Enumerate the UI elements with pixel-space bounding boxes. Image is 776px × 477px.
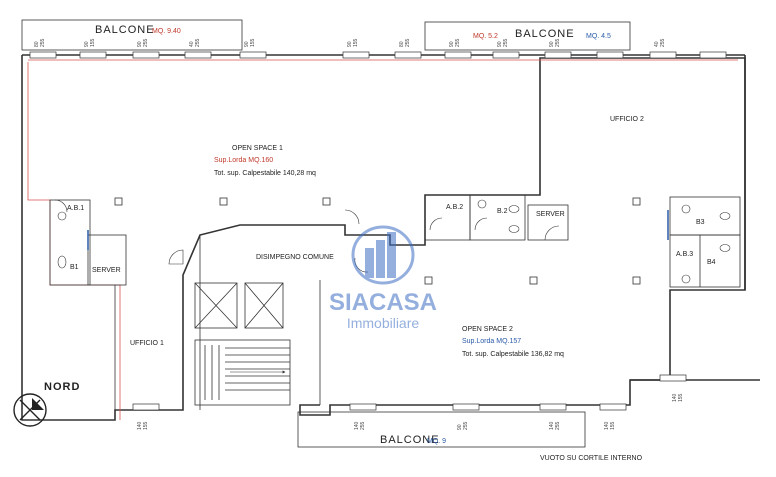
room-ufficio-1: UFFICIO 1 — [130, 340, 164, 347]
svg-text:90: 90 — [347, 41, 353, 47]
svg-text:255: 255 — [143, 38, 149, 47]
svg-text:255: 255 — [660, 38, 666, 47]
svg-text:155: 155 — [250, 38, 256, 47]
room-b1: B1 — [70, 264, 79, 271]
svg-text:255: 255 — [40, 38, 46, 47]
svg-text:255: 255 — [555, 38, 561, 47]
svg-text:140: 140 — [354, 421, 360, 430]
balcony-top-right: BALCONE MQ. 5.2 MQ. 4.5 — [424, 21, 631, 51]
toilet-icon — [719, 212, 731, 220]
door-swing-icon — [168, 249, 184, 265]
left-service-block: A.B.1 B1 SERVER — [49, 199, 127, 286]
room-server-right: SERVER — [536, 211, 565, 218]
balcony-top-left-label: BALCONE — [95, 24, 155, 36]
svg-text:155: 155 — [143, 421, 149, 430]
svg-text:140: 140 — [137, 421, 143, 430]
open-space-2-name: OPEN SPACE 2 — [462, 326, 513, 333]
svg-text:155: 155 — [353, 38, 359, 47]
middle-service-block: A.B.2 B.2 SERVER — [424, 194, 569, 241]
balcony-bottom: BALCONE MQ. 9 — [297, 411, 586, 448]
sink-icon — [681, 204, 691, 214]
interior-partitions — [114, 235, 321, 410]
svg-text:255: 255 — [455, 38, 461, 47]
pillars — [114, 197, 641, 285]
svg-text:140: 140 — [672, 393, 678, 402]
svg-text:255: 255 — [405, 38, 411, 47]
open-space-1-net: Tot. sup. Calpestabile 140,28 mq — [214, 170, 316, 177]
stair-elevator-core — [168, 209, 369, 406]
room-ab2: A.B.2 — [446, 204, 463, 211]
open-space-1-name: OPEN SPACE 1 — [232, 145, 283, 152]
room-disimpegno: DISIMPEGNO COMUNE — [256, 254, 334, 261]
door-swing-icon — [54, 199, 68, 213]
courtyard-note: VUOTO SU CORTILE INTERNO — [540, 455, 643, 462]
room-ab1: A.B.1 — [67, 205, 84, 212]
north-arrow-icon — [13, 393, 47, 427]
svg-text:90: 90 — [137, 41, 143, 47]
room-ab3: A.B.3 — [676, 251, 693, 258]
balcony-top-right-area-right: MQ. 4.5 — [586, 33, 611, 40]
svg-text:255: 255 — [195, 38, 201, 47]
watermark: SIACASA Immobiliare — [329, 225, 437, 331]
room-ufficio-2: UFFICIO 2 — [610, 116, 644, 123]
room-b2: B.2 — [497, 208, 508, 215]
svg-text:90: 90 — [449, 41, 455, 47]
svg-text:90: 90 — [549, 41, 555, 47]
open-space-2-net: Tot. sup. Calpestabile 136,82 mq — [462, 351, 564, 358]
svg-text:90: 90 — [497, 41, 503, 47]
balcony-bottom-label: BALCONE — [380, 434, 440, 446]
room-server-left: SERVER — [92, 267, 121, 274]
room-b4: B4 — [707, 259, 716, 266]
watermark-name: SIACASA — [329, 289, 437, 316]
sink-icon — [477, 199, 487, 209]
balcony-bottom-area: MQ. 9 — [427, 438, 446, 445]
svg-text:155: 155 — [678, 393, 684, 402]
svg-text:140: 140 — [604, 421, 610, 430]
open-space-1-gross: Sup.Lorda MQ.160 — [214, 157, 273, 164]
open-space-2-gross: Sup.Lorda MQ.157 — [462, 338, 521, 345]
right-service-block: B3 A.B.3 B4 — [667, 196, 741, 288]
balcony-top-left-area: MQ. 9.40 — [152, 28, 181, 35]
balcony-top-right-area-left: MQ. 5.2 — [473, 33, 498, 40]
compass-label: NORD — [44, 381, 80, 393]
svg-text:255: 255 — [555, 421, 561, 430]
svg-text:90: 90 — [84, 41, 90, 47]
top-windows — [29, 51, 727, 59]
svg-text:40: 40 — [654, 41, 660, 47]
window-dimension-labels: 80 255 90 155 90 255 40 255 90 155 90 15… — [34, 38, 684, 430]
room-b3: B3 — [696, 219, 705, 226]
svg-text:255: 255 — [463, 421, 469, 430]
sink-icon — [57, 211, 67, 221]
door-swing-icon — [544, 225, 560, 241]
toilet-icon — [719, 244, 731, 252]
door-swing-icon — [429, 217, 443, 231]
svg-text:255: 255 — [360, 421, 366, 430]
door-swing-icon — [344, 209, 360, 225]
watermark-sub: Immobiliare — [347, 315, 420, 331]
balcony-top-left: BALCONE MQ. 9.40 — [21, 19, 243, 51]
compass: NORD — [13, 381, 80, 427]
svg-text:155: 155 — [90, 38, 96, 47]
svg-text:140: 140 — [549, 421, 555, 430]
toilet-icon — [57, 255, 67, 269]
door-swing-icon — [474, 217, 488, 231]
sink-icon — [681, 274, 691, 284]
svg-text:80: 80 — [34, 41, 40, 47]
svg-text:80: 80 — [399, 41, 405, 47]
toilet-icon — [508, 205, 520, 213]
room-labels: OPEN SPACE 1 Sup.Lorda MQ.160 Tot. sup. … — [130, 116, 644, 358]
svg-text:155: 155 — [610, 421, 616, 430]
svg-text:40: 40 — [189, 41, 195, 47]
svg-text:90: 90 — [457, 424, 463, 430]
svg-text:255: 255 — [503, 38, 509, 47]
svg-text:90: 90 — [244, 41, 250, 47]
bidet-icon — [508, 225, 520, 233]
bottom-windows — [132, 374, 687, 411]
stair-steps — [204, 345, 290, 400]
balcony-top-right-label: BALCONE — [515, 28, 575, 40]
